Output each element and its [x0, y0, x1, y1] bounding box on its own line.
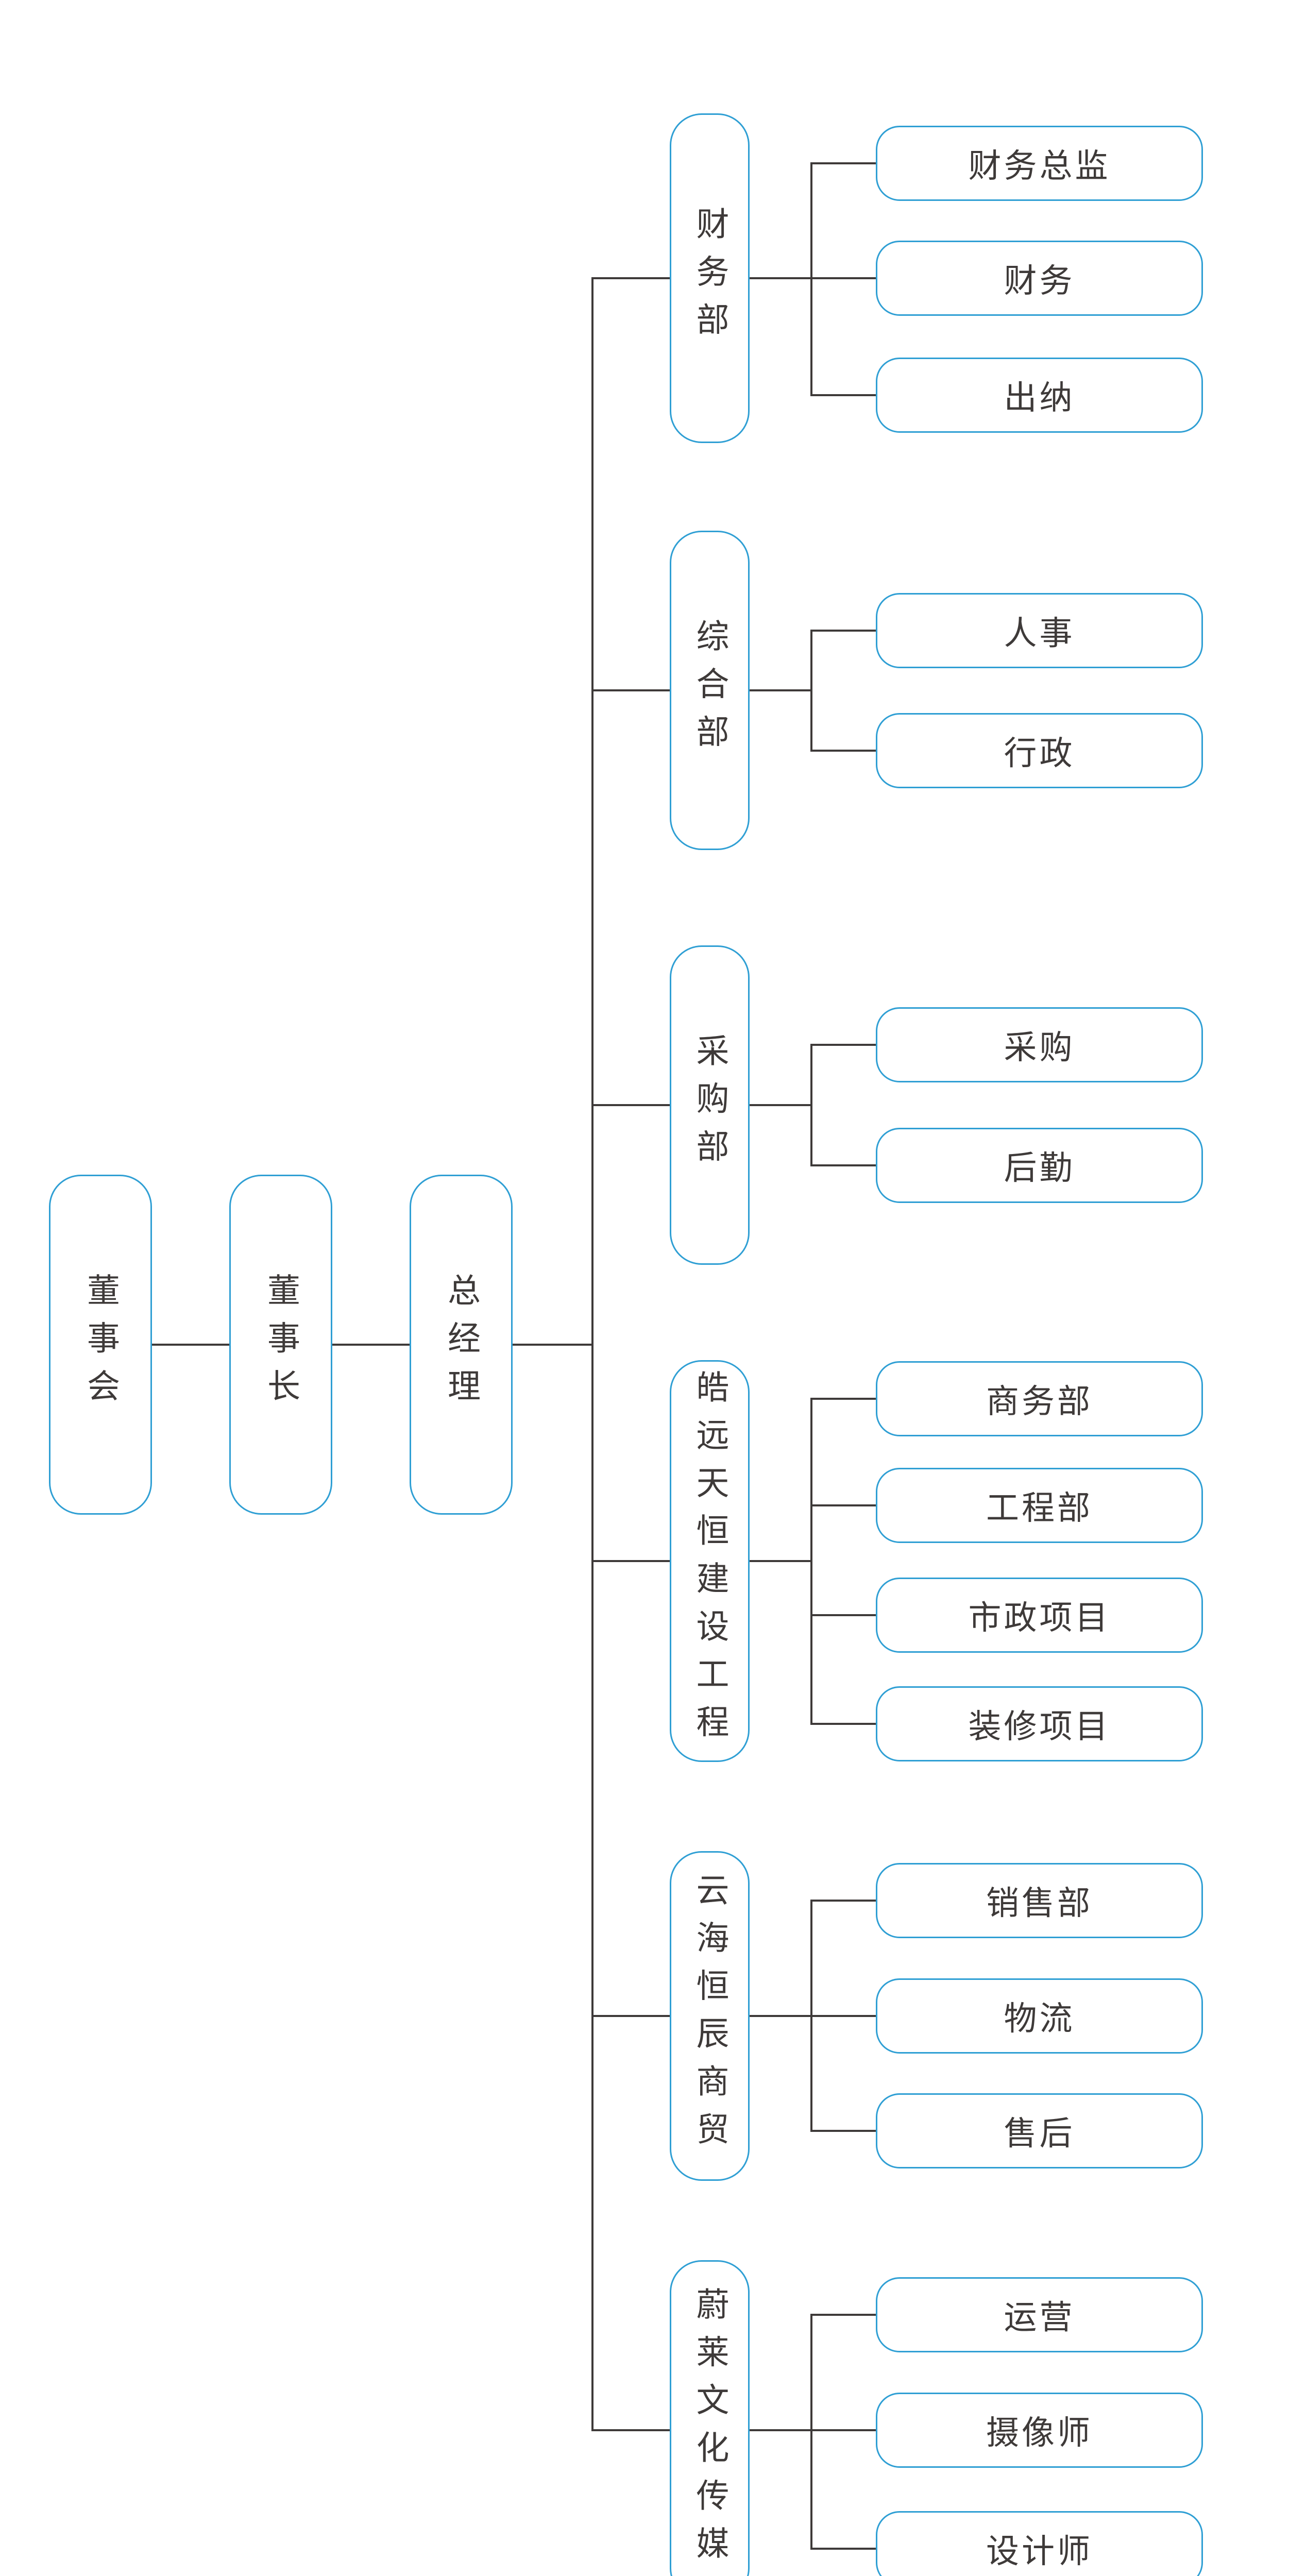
node-purchasing-label: 采购 [1004, 1029, 1075, 1067]
node-weilai-culture-media: 蔚莱文化传媒 [670, 2260, 750, 2576]
connector-stub-finance [810, 277, 876, 279]
connector-stub-logistics [810, 2015, 876, 2017]
node-general-manager-label: 总经理 [442, 1273, 480, 1417]
connector-finance-dept-children [750, 277, 812, 279]
connector-procurement-children [750, 1104, 812, 1106]
node-logistics: 物流 [876, 1978, 1203, 2054]
node-chairman: 董事长 [229, 1175, 332, 1515]
node-videographer: 摄像师 [876, 2393, 1203, 2468]
connector-trunk-weilai-media [591, 2429, 670, 2431]
connector-chain-chairman-gm [332, 1344, 410, 1346]
connector-trunk-yunhai-trading [591, 2015, 670, 2017]
node-admin: 行政 [876, 713, 1203, 788]
node-business-dept-label: 商务部 [986, 1383, 1093, 1421]
node-cfo-label: 财务总监 [968, 147, 1111, 185]
node-general-affairs-dept-label: 综合部 [690, 618, 729, 762]
node-operations: 运营 [876, 2277, 1203, 2352]
node-hr-label: 人事 [1004, 615, 1075, 653]
node-yunhai-hengchen-trading: 云海恒辰商贸 [670, 1851, 750, 2181]
node-general-manager: 总经理 [410, 1175, 513, 1515]
node-designer: 设计师 [876, 2511, 1203, 2576]
node-finance-dept-label: 财务部 [690, 206, 729, 350]
connector-trunk-finance-dept [591, 277, 670, 279]
connector-stub-after-sales [810, 2130, 876, 2132]
connector-general-affairs-children [750, 689, 812, 691]
connector-trunk-haoyuan-construction [591, 1560, 670, 1562]
node-procurement-dept: 采购部 [670, 945, 750, 1265]
connector-haoyuan-children [750, 1560, 812, 1562]
node-operations-label: 运营 [1004, 2299, 1075, 2337]
connector-yunhai-children [750, 2015, 812, 2017]
connector-stub-cashier [810, 394, 876, 396]
node-hr: 人事 [876, 593, 1203, 668]
connector-trunk-general-affairs-dept [591, 689, 670, 691]
node-chairman-label: 董事长 [262, 1273, 300, 1417]
node-after-sales: 售后 [876, 2093, 1203, 2168]
node-cashier: 出纳 [876, 358, 1203, 433]
node-cashier-label: 出纳 [1004, 379, 1075, 417]
connector-stub-operations [810, 2314, 876, 2316]
connector-stub-admin [810, 750, 876, 752]
connector-weilai-child-trunk [810, 2314, 812, 2550]
connector-stub-hr [810, 630, 876, 632]
connector-finance-child-trunk [810, 162, 812, 396]
node-renovation-projects: 装修项目 [876, 1686, 1203, 1761]
node-after-sales-label: 售后 [1004, 2115, 1075, 2153]
node-cfo: 财务总监 [876, 126, 1203, 201]
connector-stub-cfo [810, 162, 876, 164]
connector-main-trunk [591, 277, 593, 2431]
node-procurement-dept-label: 采购部 [690, 1033, 729, 1177]
node-videographer-label: 摄像师 [986, 2414, 1093, 2452]
node-finance-label: 财务 [1004, 262, 1075, 300]
node-finance-dept: 财务部 [670, 113, 750, 443]
connector-procurement-child-trunk [810, 1044, 812, 1166]
connector-general-affairs-child-trunk [810, 630, 812, 752]
connector-stub-sales-dept [810, 1900, 876, 1902]
connector-chain-board-chairman [152, 1344, 229, 1346]
connector-haoyuan-child-trunk [810, 1398, 812, 1725]
connector-stub-videographer [810, 2429, 876, 2431]
node-yunhai-hengchen-trading-label: 云海恒辰商贸 [690, 1872, 729, 2160]
node-sales-dept-label: 销售部 [986, 1885, 1093, 1923]
node-sales-dept: 销售部 [876, 1863, 1203, 1938]
connector-stub-designer [810, 2548, 876, 2550]
connector-trunk-procurement-dept [591, 1104, 670, 1106]
node-admin-label: 行政 [1004, 735, 1075, 773]
connector-stub-purchasing [810, 1044, 876, 1046]
node-logistics-label: 物流 [1004, 2000, 1075, 2038]
connector-stub-municipal-projects [810, 1614, 876, 1616]
node-engineering-dept-label: 工程部 [986, 1489, 1093, 1528]
node-purchasing: 采购 [876, 1007, 1203, 1082]
node-logistics-support-label: 后勤 [1004, 1149, 1075, 1188]
node-haoyuan-tianheng-construction-label: 皓远天恒建设工程 [690, 1369, 729, 1753]
node-municipal-projects-label: 市政项目 [968, 1599, 1111, 1637]
node-weilai-culture-media-label: 蔚莱文化传媒 [690, 2286, 729, 2574]
node-designer-label: 设计师 [986, 2533, 1093, 2571]
node-board-of-directors: 董事会 [49, 1175, 152, 1515]
node-renovation-projects-label: 装修项目 [968, 1708, 1111, 1746]
node-board-of-directors-label: 董事会 [81, 1273, 120, 1417]
connector-stub-business-dept [810, 1398, 876, 1400]
node-logistics-support: 后勤 [876, 1128, 1203, 1203]
connector-weilai-children [750, 2429, 812, 2431]
node-engineering-dept: 工程部 [876, 1468, 1203, 1543]
connector-chain-gm-trunk [513, 1344, 593, 1346]
node-business-dept: 商务部 [876, 1361, 1203, 1436]
node-haoyuan-tianheng-construction: 皓远天恒建设工程 [670, 1360, 750, 1762]
node-general-affairs-dept: 综合部 [670, 531, 750, 850]
node-municipal-projects: 市政项目 [876, 1578, 1203, 1653]
connector-stub-renovation-projects [810, 1723, 876, 1725]
node-finance: 财务 [876, 241, 1203, 316]
connector-stub-engineering-dept [810, 1504, 876, 1506]
connector-stub-logistics-support [810, 1164, 876, 1166]
